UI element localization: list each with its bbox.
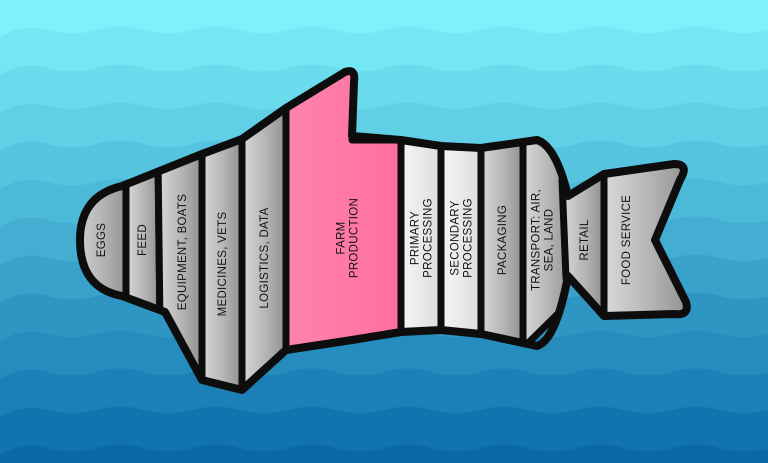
segment-label-medicines-vets: MEDICINES, VETS <box>217 212 229 317</box>
segment-label-secondary-processing: SECONDARYPROCESSING <box>450 198 475 278</box>
segment-label-feed: FEED <box>137 224 149 256</box>
segment-label-transport: TRANSPORT: AIR,SEA, LAND <box>531 189 556 291</box>
segment-label-food-service: FOOD SERVICE <box>621 195 633 285</box>
segment-label-farm-production: FARMPRODUCTION <box>336 198 361 278</box>
segment-label-eggs: EGGS <box>96 223 108 257</box>
segment-label-packaging: PACKAGING <box>497 205 509 275</box>
segment-label-primary-processing: PRIMARYPROCESSING <box>410 198 435 278</box>
fish-shape: EGGS FEED EQUIPMENT, BOATS MEDICINES, VETS L… <box>76 67 691 394</box>
fish-outline <box>76 67 691 394</box>
water-band <box>0 444 768 463</box>
segment-label-logistics-data: LOGISTICS, DATA <box>259 207 271 308</box>
segment-label-retail: RETAIL <box>579 219 591 261</box>
segment-label-equipment-boats: EQUIPMENT, BOATS <box>177 194 189 310</box>
